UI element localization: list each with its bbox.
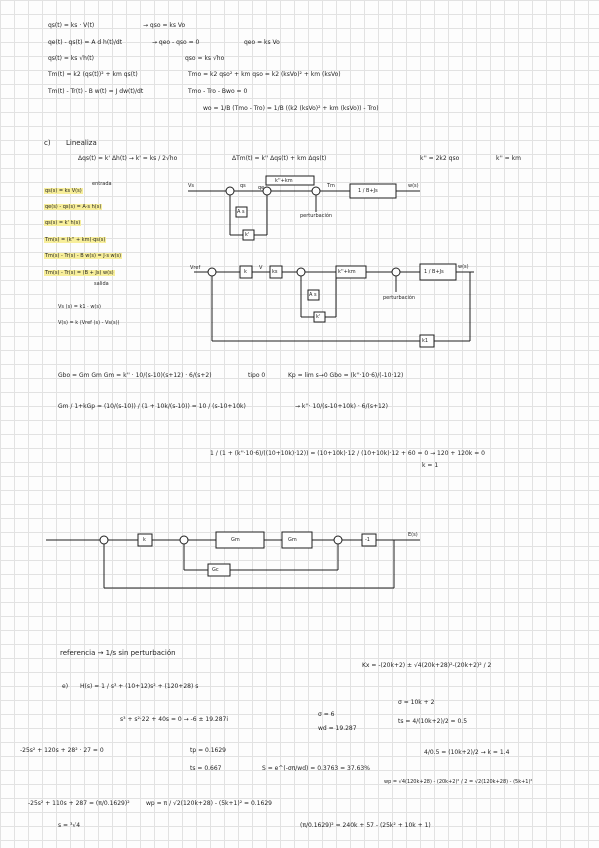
eq-qso-sqrt: qso = ks √ho [185,55,225,62]
diagram3-gm2: Gm [288,537,297,543]
closed-loop-result: → k''· 10/(s-10+10k) · 6/(s+12) [295,403,388,410]
diagram1-input: Vs [188,183,195,189]
diagram2-ks: ks [272,269,278,275]
eq-torque-ss: Tmo - Tro - Bwo = 0 [188,88,248,95]
diagram2-disturbance: perturbación [383,295,416,301]
diagram2-area: A s [309,292,317,298]
eq-tmo: Tmo = k2 qso² + km qso = k2 (ksVo)² + km… [188,71,341,78]
gm-block [215,531,265,549]
sigma2-eq: σ = 10k + 2 [398,699,435,706]
referencia-line: referencia → 1/s sin perturbación [60,649,176,657]
eq-qso: → qso = ks Vo [143,22,186,29]
diagram1-area: A s [237,209,245,215]
eq-wo: wo = 1/B (Tmo - Tro) = 1/B ((k2 (ksVo)² … [203,105,379,112]
sum-junction [333,535,343,545]
diagram1-motor-gain: k''+km [275,178,293,184]
section-c-label: c) [44,139,51,147]
area-block [235,206,248,218]
diagram2-motor-gain: k''+km [338,269,356,275]
char-poly: s³ + s²·22 + 40s = 0 → -6 ± 19.287i [120,716,229,723]
wd: wd = 19.287 [318,725,357,732]
eq2: -25s² + 110s + 287 = (π/0.1629)² [28,800,130,807]
wp2-eq: wp = π / √2(120k+28) - (5k+1)² = 0.1629 [146,800,272,807]
diagram3-k: k [143,537,146,543]
k-result: k = 1 [422,462,439,469]
gbo-eq: Gbo = Gm Gm Gm = k'' · 10/(s-10)(s+12) ·… [58,372,212,379]
diagram3-gm: Gm [231,537,240,543]
constant-k2: k'' = 2k2 qso [420,155,460,162]
entrada-note: entrada [92,181,112,187]
diagram2-output: w(s) [458,264,469,270]
sigma: σ = 6 [318,711,335,718]
diagram1-label-qs: qs [240,183,246,189]
diagram2-input: Vref [190,265,201,271]
hs-eq: H(s) = 1 / s³ + (10+12)s² + (120+28) s [80,683,199,690]
diagram2-v: V [259,265,263,271]
salida-note: salida [94,281,109,287]
side-eq-5: Tm(s) - Tr(s) - B w(s) = J·s w(s) [44,253,123,259]
kx-eq: Kx = -(20k+2) ± √4(20k+28)²-(20k+2)² / 2 [362,662,492,669]
eq-mass-ss: → qeo - qso = 0 [152,39,200,46]
side-eq-4: Tm(s) = (k'' + km)·qs(s) [44,237,107,243]
constant-km: k'' = km [496,155,521,162]
final-eq: (π/0.1629)² = 240k + 57 - (25k² + 10k + … [300,822,431,829]
diagram2-plant: 1 / B+Js [424,269,444,275]
diagram3-gc: Gc [212,567,219,573]
side-eq-2: qe(s) - qs(s) = A·s h(s) [44,204,103,210]
motor-gain-block [265,175,315,186]
diagram1-disturbance: perturbación [300,213,333,219]
overshoot-eq: S = e^(-σπ/wd) = 0.3763 = 37.63% [262,765,370,772]
wp-eq: wp = √4(120k+28) - (20k+2)² / 2 = √2(120… [384,779,533,785]
section-c-title: Linealiza [66,139,97,147]
side-eq-3: qs(s) = k' h(s) [44,220,82,226]
eq-tm: Tm(t) = k2 (qs(t))² + km qs(t) [48,71,138,78]
linearization-eq: Δqs(t) = k' Δh(t) → k' = ks / 2√ho [78,155,178,162]
tp-eq: tp = 0.1629 [190,747,226,754]
ts2-eq: ts = 0.667 [190,765,222,772]
eq-torque-balance: Tm(t) - Tr(t) - B w(t) = J dw(t)/dt [48,88,144,95]
diagram1-kprime: k' [245,232,250,238]
eq1: -25s² + 120s + 28² · 27 = 0 [20,747,104,754]
side-eq-7: Vs (s) = k1 · w(s) [58,304,101,310]
sum-junction [99,535,109,545]
torque-linear-eq: ΔTm(t) = k'' Δqs(t) + km Δqs(t) [232,155,327,162]
closed-loop-eq: Gm / 1+kGp = (10/(s-10)) / (1 + 10k/(s-1… [58,403,246,410]
gm2-block [281,531,313,549]
sum-junction [179,535,189,545]
diagram2-feedback: k1 [422,338,429,344]
diagram2-kprime: k' [316,314,321,320]
diagram3-output: E(s) [408,532,418,538]
tipo-label: tipo 0 [248,372,266,379]
eq-qs-sqrt: qs(t) = ks √h(t) [48,55,94,62]
side-eq-1: qs(s) = ks V(s) [44,188,83,194]
k-val-eq: 4/0.5 = (10k+2)/2 → k = 1.4 [424,749,510,756]
diagram1-label-tm: Tm [327,183,335,189]
diagram1-plant: 1 / B+Js [358,188,378,194]
diagram3-neg1: -1 [365,537,370,543]
char-eq: 1 / (1 + (k''·10·6)/((10+10k)·12)) = (10… [210,450,485,457]
diagram1-label-qe: qe [258,185,265,191]
ts-eq: ts = 4/(10k+2)/2 = 0.5 [398,718,468,725]
e-label: e) [62,683,69,690]
s-root: s = ³√4 [58,822,81,829]
diagram2-k: k [244,269,247,275]
eq-mass: qe(t) - qs(t) = A d h(t)/dt [48,39,123,46]
area-block [307,289,320,301]
side-eq-6: Tm(s) - Tr(s) = (B + Js) w(s) [44,270,115,276]
kp-eq: Kp = lim s→0 Gbo = (k''·10·6)/(-10·12) [288,372,404,379]
diagram1-output: w(s) [408,183,419,189]
eq-qs: qs(t) = ks · V(t) [48,22,95,29]
eq-qeo: qeo = ks Vo [244,39,280,46]
side-eq-8: V(s) = k (Vref (s) - Vs(s)) [58,320,120,326]
